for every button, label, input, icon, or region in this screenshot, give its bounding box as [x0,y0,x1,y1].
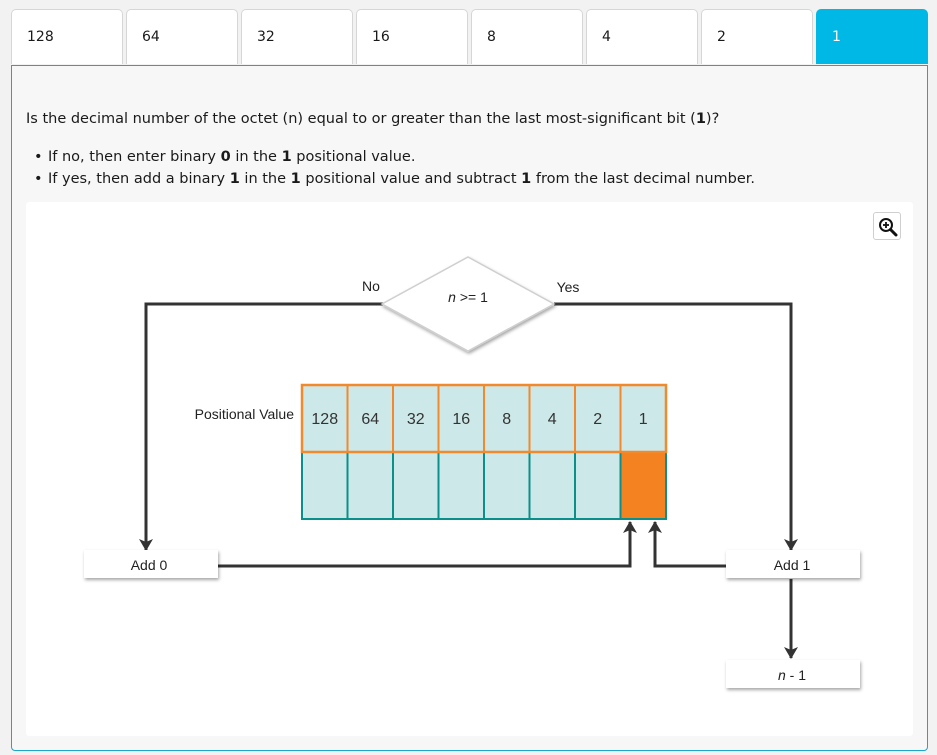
value-cell [528,384,576,453]
decision-label: n >= 1 [448,289,488,305]
positional-value-text: 64 [361,411,379,428]
positional-value-text: 16 [452,411,470,428]
tab-64[interactable]: 64 [126,9,238,64]
decision-diamond [380,256,556,352]
value-cell [483,384,531,453]
add1-label: Add 1 [774,557,811,573]
positional-value-text: 8 [502,411,511,428]
positional-value-text: 1 [639,411,648,428]
list-item: If yes, then add a binary 1 in the 1 pos… [26,168,755,190]
positional-value-label: Positional Value [195,406,295,422]
tab-128[interactable]: 128 [11,9,123,64]
subtract-box: n - 1 [726,660,860,688]
tab-2[interactable]: 2 [701,9,813,64]
tab-4[interactable]: 4 [586,9,698,64]
bit-cell [301,451,349,520]
add0-box: Add 0 [84,550,218,578]
tab-1[interactable]: 1 [816,9,928,64]
add0-label: Add 0 [131,557,168,573]
zoom-in-icon [879,218,898,237]
bit-cell [346,451,394,520]
tab-16[interactable]: 16 [356,9,468,64]
no-label: No [362,278,380,294]
bit-cell [483,451,531,520]
bit-cell [574,451,622,520]
bit-cell [392,451,440,520]
add1-box: Add 1 [726,550,860,578]
value-row-outline [300,383,668,454]
add1-to-cell-arrow [648,521,726,568]
positional-value-text: 2 [593,411,602,428]
add0-to-cell-arrow [218,521,637,568]
yes-branch-arrow [554,302,798,551]
zoom-button[interactable] [873,212,901,240]
subtract-label: n - 1 [778,667,806,683]
tab-8[interactable]: 8 [471,9,583,64]
tab-32[interactable]: 32 [241,9,353,64]
positional-value-text: 32 [407,411,425,428]
positional-value-text: 4 [548,411,557,428]
bit-cell [437,451,485,520]
content-panel: Is the decimal number of the octet (n) e… [11,65,928,751]
positional-value-text: 128 [311,411,338,428]
value-cell [619,384,667,453]
highlighted-bit-cell [619,451,667,520]
list-item: If no, then enter binary 0 in the 1 posi… [26,146,755,168]
instruction-list: If no, then enter binary 0 in the 1 posi… [26,146,755,190]
value-cell [437,384,485,453]
positional-value-grid: 128 64 32 16 8 4 2 1 [300,383,668,520]
value-cell [392,384,440,453]
yes-label: Yes [557,279,580,295]
question-text: Is the decimal number of the octet (n) e… [26,111,720,127]
bit-cell [528,451,576,520]
no-branch-arrow [139,302,383,551]
